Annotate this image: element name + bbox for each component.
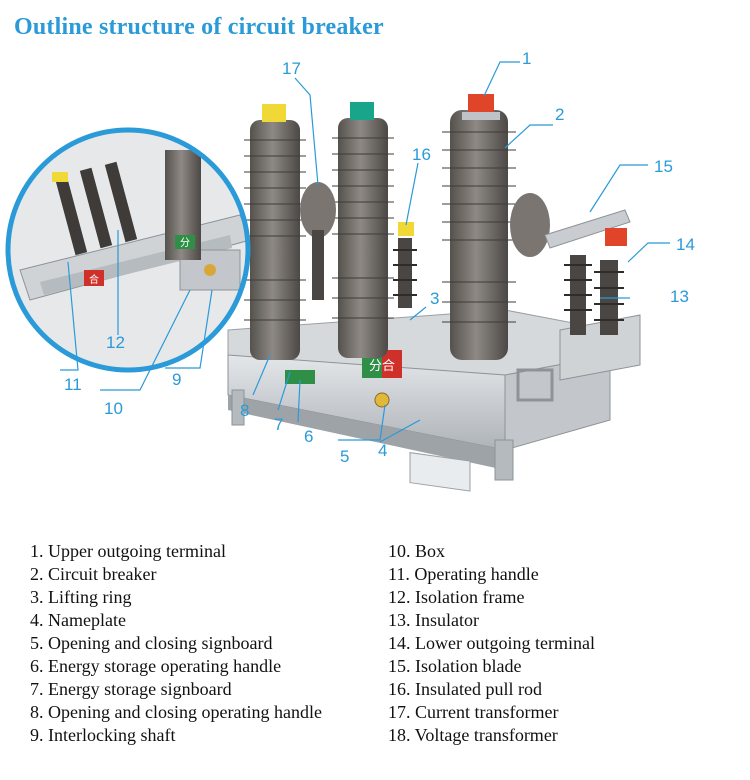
callout-5: 5: [340, 447, 349, 466]
inset-detail: 合 分: [5, 127, 251, 373]
legend-item: 7. Energy storage signboard: [30, 679, 232, 699]
inset-open-text: 分: [180, 237, 190, 249]
callout-17: 17: [282, 59, 301, 78]
callout-8: 8: [240, 401, 249, 420]
legend-item: 18. Voltage transformer: [388, 725, 558, 745]
callout-2: 2: [555, 105, 564, 124]
legend-item: 1. Upper outgoing terminal: [30, 541, 226, 561]
open-close-sign-text: 分合: [369, 359, 395, 374]
callout-7: 7: [274, 415, 283, 434]
legend-item: 17. Current transformer: [388, 702, 559, 722]
legend-item: 12. Isolation frame: [388, 587, 525, 607]
nameplate: [409, 452, 471, 492]
callout-11: 11: [64, 375, 82, 394]
legend-item: 3. Lifting ring: [30, 587, 132, 607]
callout-14: 14: [676, 235, 695, 254]
energy-storage-signboard: [285, 370, 315, 384]
breaker-illustration: 分合: [5, 49, 695, 492]
callout-16: 16: [412, 145, 431, 164]
legend-item: 8. Opening and closing operating handle: [30, 702, 322, 722]
insulator-columns: [244, 110, 550, 360]
legend-item: 16. Insulated pull rod: [388, 679, 542, 699]
callout-10: 10: [104, 399, 123, 418]
legend-item: 11. Operating handle: [388, 564, 539, 584]
side-insulators: [393, 222, 624, 335]
callout-13: 13: [670, 287, 689, 306]
callout-9: 9: [172, 370, 181, 389]
legend-item: 2. Circuit breaker: [30, 564, 157, 584]
legend-item: 14. Lower outgoing terminal: [388, 633, 595, 653]
legend-item: 10. Box: [388, 541, 446, 561]
legend-item: 4. Nameplate: [30, 610, 126, 630]
legend-item: 5. Opening and closing signboard: [30, 633, 273, 653]
diagram-title: Outline structure of circuit breaker: [14, 14, 384, 40]
legend-left: 1. Upper outgoing terminal 2. Circuit br…: [30, 540, 322, 747]
legend-item: 9. Interlocking shaft: [30, 725, 176, 745]
callout-15: 15: [654, 157, 673, 176]
leader-lines: [60, 61, 670, 443]
callout-12: 12: [106, 333, 125, 352]
callout-1: 1: [522, 49, 531, 68]
legend-item: 6. Energy storage operating handle: [30, 656, 282, 676]
legend-right: 10. Box 11. Operating handle 12. Isolati…: [388, 540, 595, 747]
callout-4: 4: [378, 441, 387, 460]
upper-terminals: [262, 94, 500, 122]
isolation-blade: [544, 209, 631, 249]
callout-3: 3: [430, 289, 439, 308]
legend-item: 13. Insulator: [388, 610, 479, 630]
legend-item: 15. Isolation blade: [388, 656, 522, 676]
inset-close-text: 合: [89, 273, 99, 286]
callout-6: 6: [304, 427, 313, 446]
